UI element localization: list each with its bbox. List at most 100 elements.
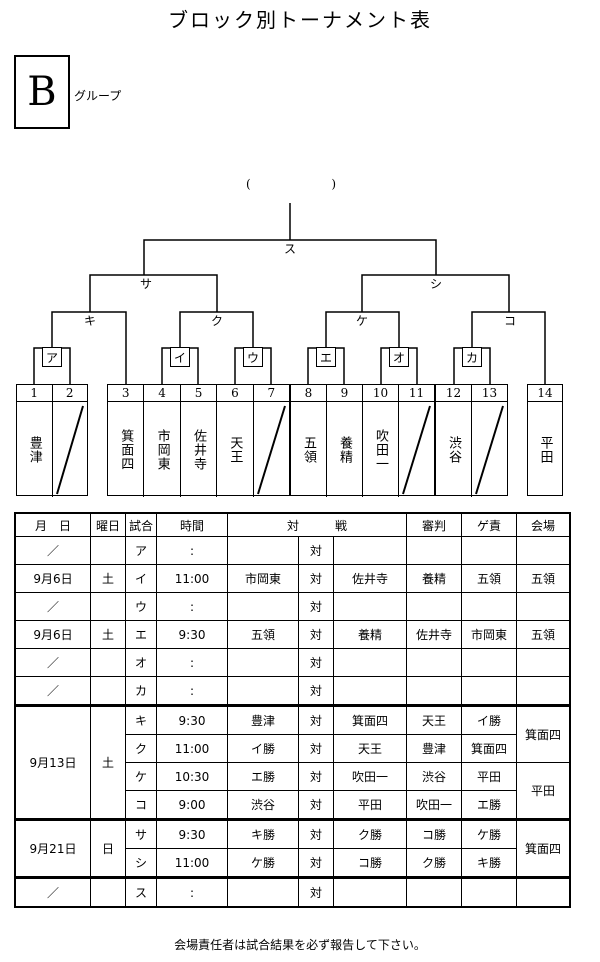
- bracket-label-q2: ク: [210, 314, 223, 328]
- cell-referee: [406, 648, 462, 677]
- table-row: 9月13日 土 キ 9:30 豊津 対 箕面四 天王 イ勝 箕面四: [14, 704, 571, 820]
- cell-team2: 佐井寺: [333, 564, 407, 593]
- cell-date: 9月13日: [14, 704, 91, 820]
- cell-time: 9:30: [156, 704, 228, 735]
- cell-venue: [516, 876, 571, 908]
- cell-vs: 対: [298, 676, 334, 706]
- cell-game: ア: [125, 536, 157, 565]
- cell-date: ／: [14, 676, 91, 706]
- cell-gs: [461, 536, 517, 565]
- cell-day: 日: [90, 818, 126, 878]
- cell-referee: ク勝: [406, 848, 462, 878]
- cell-venue: 五領: [516, 620, 571, 649]
- cell-referee: 豊津: [406, 734, 462, 763]
- cell-team1: 渋谷: [227, 790, 299, 820]
- cell-date: ／: [14, 876, 91, 908]
- team-name: 五領: [301, 435, 316, 464]
- cell-time: 10:30: [156, 762, 228, 791]
- cell-game: カ: [125, 676, 157, 706]
- team-name: 平田: [537, 435, 553, 464]
- team-number: 11: [408, 386, 425, 400]
- table-row: ク 11:00 イ勝 対 天王 豊津 箕面四: [15, 734, 570, 763]
- table-row: ／ ア : 対: [14, 536, 571, 565]
- cell-team2: コ勝: [333, 848, 407, 878]
- cell-time: :: [156, 676, 228, 706]
- cell-time: :: [156, 592, 228, 621]
- cell-game: コ: [125, 790, 157, 820]
- cell-team2: 箕面四: [333, 704, 407, 735]
- cell-referee: 渋谷: [406, 762, 462, 791]
- cell-date: 9月21日: [14, 818, 91, 878]
- cell-time: 11:00: [156, 734, 228, 763]
- cell-time: :: [156, 536, 228, 565]
- cell-team1: [227, 676, 299, 706]
- bye-slot: [53, 402, 88, 497]
- paren-open: (: [246, 177, 251, 191]
- cell-venue: 五領: [516, 564, 571, 593]
- cell-vs: 対: [298, 536, 334, 565]
- cell-referee: [406, 536, 462, 565]
- cell-day: [90, 876, 126, 908]
- bye-slot: [399, 402, 434, 497]
- cell-date: ／: [14, 592, 91, 621]
- cell-game: エ: [125, 620, 157, 649]
- cell-venue: [516, 592, 571, 621]
- header-day: 曜日: [90, 512, 126, 537]
- cell-team1: 市岡東: [227, 564, 299, 593]
- cell-day: 土: [90, 564, 126, 593]
- team-number: 7: [267, 386, 276, 400]
- table-row: ／ ス : 対: [14, 876, 571, 908]
- cell-day: 土: [90, 704, 126, 820]
- bracket-label-q1: キ: [83, 314, 96, 328]
- cell-vs: 対: [298, 848, 334, 878]
- cell-vs: 対: [298, 564, 334, 593]
- team-name: 吹田一: [373, 428, 388, 471]
- cell-referee: 養精: [406, 564, 462, 593]
- team-number: 4: [144, 385, 181, 401]
- cell-day: 土: [90, 620, 126, 649]
- cell-team1: [227, 648, 299, 677]
- team-group-1-2: 1 2 豊津: [16, 384, 88, 497]
- cell-game: イ: [125, 564, 157, 593]
- cell-gs: 五領: [461, 564, 517, 593]
- cell-day: [90, 648, 126, 677]
- bracket-label-r1: ア: [42, 347, 62, 367]
- table-row: シ 11:00 ケ勝 対 コ勝 ク勝 キ勝: [15, 848, 570, 878]
- team-group-8-11: 8 9 10 11 五領 養精 吹田一: [290, 384, 435, 497]
- bracket-label-q4: コ: [503, 314, 516, 328]
- header-time: 時間: [156, 512, 228, 537]
- cell-venue: [516, 676, 571, 706]
- team-group-14: 14 平田: [527, 384, 563, 496]
- cell-team2: 平田: [333, 790, 407, 820]
- team-number: 5: [181, 385, 218, 401]
- cell-gs: イ勝: [461, 704, 517, 735]
- cell-date: ／: [14, 648, 91, 677]
- cell-team1: [227, 876, 299, 908]
- cell-venue: 平田: [516, 762, 571, 820]
- team-name: 渋谷: [446, 435, 461, 464]
- group-letter-box: B: [14, 55, 70, 129]
- team-number: 10: [363, 385, 399, 401]
- cell-referee: 吹田一: [406, 790, 462, 820]
- cell-vs: 対: [298, 734, 334, 763]
- cell-game: オ: [125, 648, 157, 677]
- cell-date: ／: [14, 536, 91, 565]
- cell-referee: [406, 876, 462, 908]
- cell-vs: 対: [298, 704, 334, 735]
- cell-team2: 天王: [333, 734, 407, 763]
- bracket-label-r4: エ: [316, 347, 336, 367]
- cell-time: 9:30: [156, 620, 228, 649]
- match-schedule-table: 月 日 曜日 試合 時間 対 戦 審判 ゲ責 会場 ／ ア : 対 9月6日 土…: [14, 512, 571, 908]
- header-game: 試合: [125, 512, 157, 537]
- cell-day: [90, 676, 126, 706]
- cell-vs: 対: [298, 620, 334, 649]
- team-name: 豊津: [26, 435, 42, 464]
- cell-referee: コ勝: [406, 818, 462, 849]
- cell-team1: ケ勝: [227, 848, 299, 878]
- header-match: 対 戦: [227, 512, 407, 537]
- cell-gs: 市岡東: [461, 620, 517, 649]
- cell-team2: [333, 536, 407, 565]
- bracket-label-r2: イ: [170, 347, 190, 367]
- cell-vs: 対: [298, 762, 334, 791]
- header-venue: 会場: [516, 512, 571, 537]
